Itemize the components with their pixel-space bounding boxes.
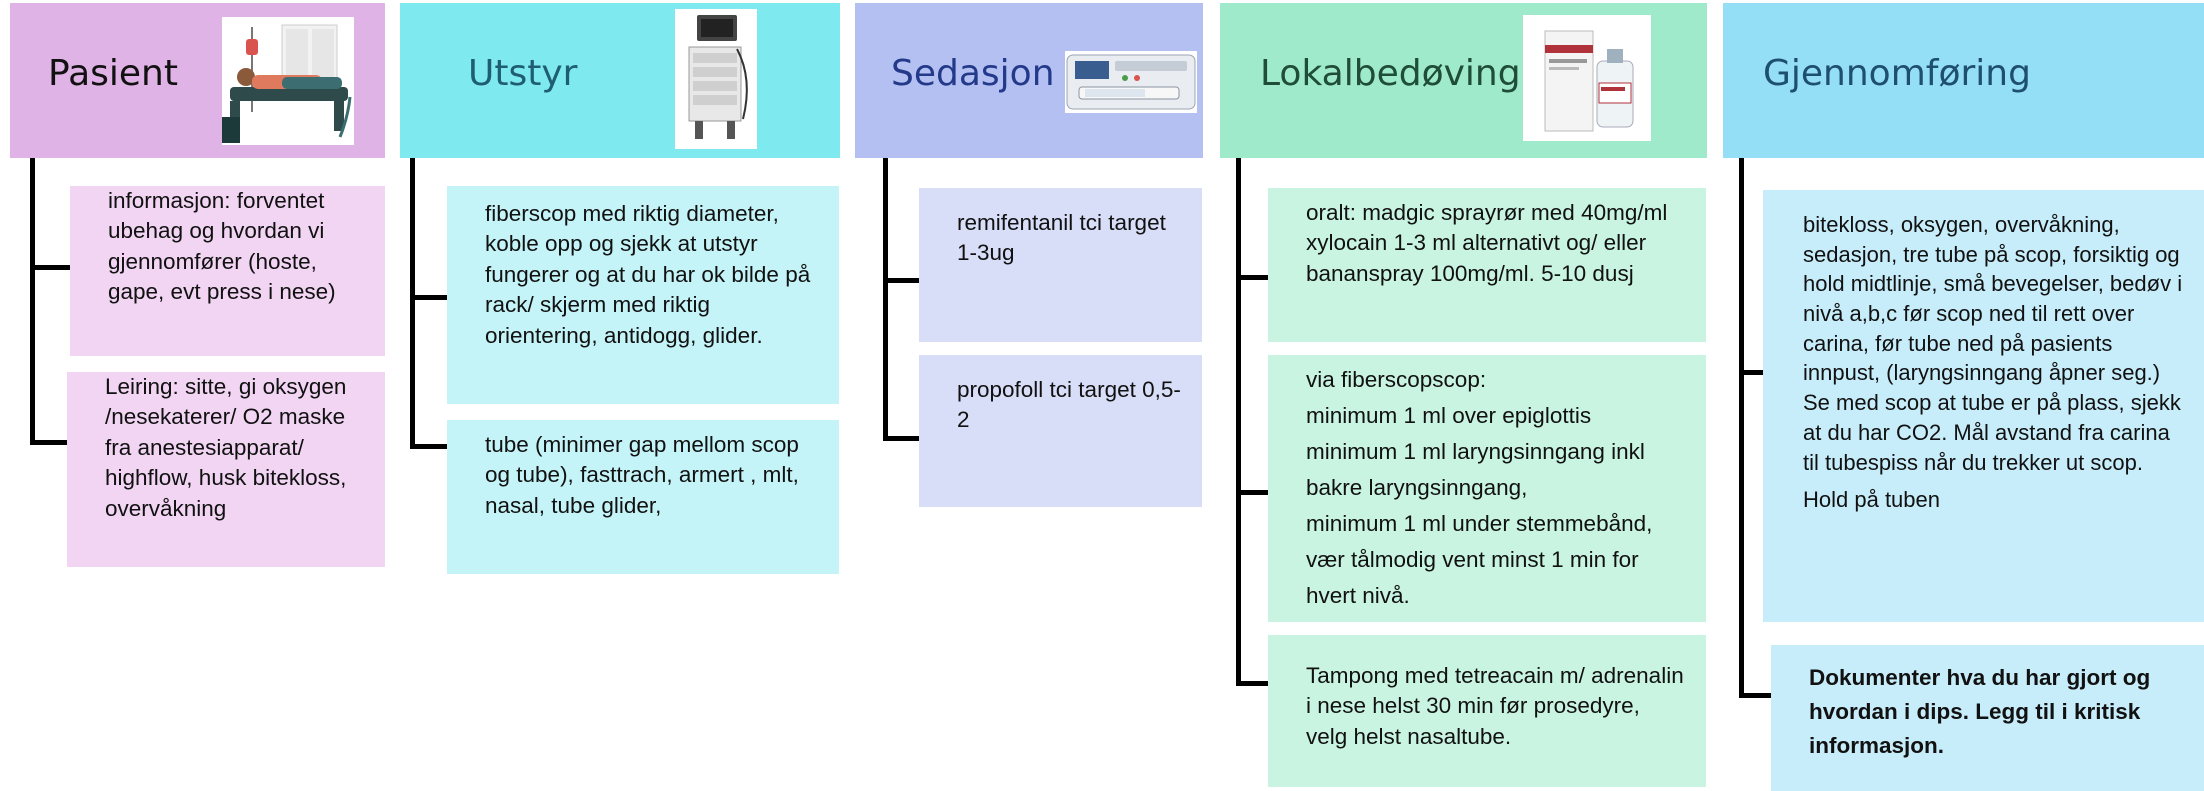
card-text: informasjon: forventet ubehag og hvordan…: [108, 188, 336, 305]
connector-branch: [883, 436, 919, 441]
header-title-pasient: Pasient: [48, 53, 178, 94]
card-gjennomforing-steps: bitekloss, oksygen, overvåkning, sedasjo…: [1763, 190, 2204, 622]
card-text: Leiring: sitte, gi oksygen /nesekaterer/…: [105, 374, 347, 521]
card-text: remifentanil tci target 1-3ug: [957, 210, 1166, 266]
connector-branch: [1739, 370, 1763, 375]
card-text: via fiberscopscop:: [1306, 367, 1487, 392]
card-text: Hold på tuben: [1803, 487, 1940, 513]
connector-line-gjennomforing: [1739, 158, 1744, 698]
header-gjennomforing: Gjennomføring: [1723, 3, 2204, 158]
card-text: propofoll tci target 0,5- 2: [957, 377, 1181, 433]
xylocaine-package-image: [1523, 15, 1651, 141]
card-text: oralt: madgic sprayrør med 40mg/ml xyloc…: [1306, 200, 1668, 286]
patient-in-bed-image: [222, 17, 354, 145]
card-text: minimum 1 ml laryngsinngang inkl bakre l…: [1306, 439, 1645, 500]
header-lokalbedoving: Lokalbedøving: [1220, 3, 1707, 158]
header-title-sedasjon: Sedasjon: [891, 53, 1055, 94]
card-text: minimum 1 ml over epiglottis: [1306, 403, 1592, 428]
endoscopy-tower-image: [675, 9, 757, 149]
card-utstyr-tube: tube (minimer gap mellom scop og tube), …: [447, 420, 839, 574]
card-sedasjon-remifentanil: remifentanil tci target 1-3ug: [919, 188, 1202, 342]
connector-branch: [1236, 275, 1268, 280]
card-lokalbedoving-oralt: oralt: madgic sprayrør med 40mg/ml xyloc…: [1268, 188, 1706, 342]
card-text: bitekloss, oksygen, overvåkning, sedasjo…: [1803, 212, 2183, 475]
connector-line-utstyr: [410, 158, 415, 448]
card-text: fiberscop med riktig diameter, koble opp…: [485, 201, 811, 348]
card-lokalbedoving-tampong: Tampong med tetreacain m/ adrenalin i ne…: [1268, 635, 1706, 787]
connector-line-pasient: [30, 158, 35, 443]
header-title-gjennomforing: Gjennomføring: [1763, 53, 2031, 94]
connector-branch: [410, 444, 447, 449]
connector-branch: [30, 440, 67, 445]
connector-branch: [410, 295, 447, 300]
card-lokalbedoving-fiberscop: via fiberscopscop: minimum 1 ml over epi…: [1268, 355, 1706, 622]
connector-branch: [30, 265, 70, 270]
header-utstyr: Utstyr: [400, 3, 840, 158]
header-sedasjon: Sedasjon: [855, 3, 1203, 158]
header-pasient: Pasient: [10, 3, 385, 158]
header-title-lokalbedoving: Lokalbedøving: [1260, 53, 1521, 94]
connector-line-sedasjon: [883, 158, 888, 441]
connector-line-lokalbedoving: [1236, 158, 1241, 685]
card-gjennomforing-dokumenter: Dokumenter hva du har gjort og hvordan i…: [1771, 645, 2204, 791]
card-pasient-informasjon: informasjon: forventet ubehag og hvordan…: [70, 186, 385, 356]
card-text: tube (minimer gap mellom scop og tube), …: [485, 432, 799, 518]
card-sedasjon-propofoll: propofoll tci target 0,5- 2: [919, 355, 1202, 507]
syringe-pump-image: [1065, 51, 1197, 113]
connector-branch: [1739, 693, 1771, 698]
card-text: Dokumenter hva du har gjort og hvordan i…: [1809, 665, 2151, 758]
card-text: Tampong med tetreacain m/ adrenalin i ne…: [1306, 663, 1684, 749]
connector-branch: [883, 278, 919, 283]
card-text: minimum 1 ml under stemmebånd, vær tålmo…: [1306, 511, 1653, 608]
card-utstyr-fiberscop: fiberscop med riktig diameter, koble opp…: [447, 186, 839, 404]
connector-branch: [1236, 490, 1268, 495]
header-title-utstyr: Utstyr: [468, 53, 578, 94]
card-pasient-leiring: Leiring: sitte, gi oksygen /nesekaterer/…: [67, 372, 385, 567]
connector-branch: [1236, 681, 1268, 686]
